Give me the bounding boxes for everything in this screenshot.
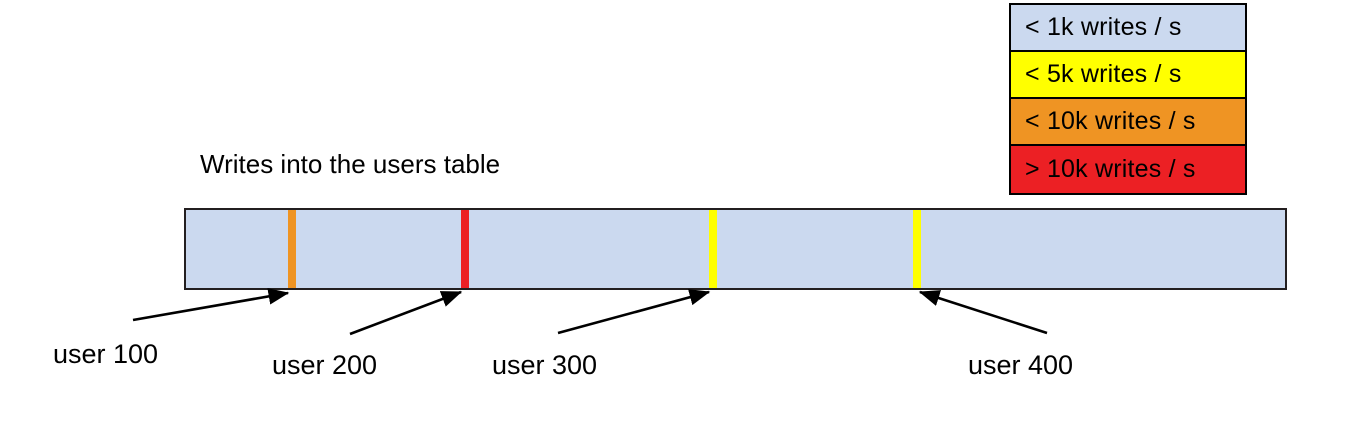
legend: < 1k writes / s < 5k writes / s < 10k wr…	[1009, 3, 1247, 195]
stripe-user-200	[461, 210, 469, 288]
stripe-user-100	[288, 210, 296, 288]
users-table-bar	[184, 208, 1287, 290]
legend-label-under-10k: < 10k writes / s	[1025, 107, 1196, 135]
label-user-400: user 400	[968, 350, 1074, 380]
arrow-user-300	[557, 289, 711, 335]
label-user-200: user 200	[272, 350, 378, 380]
legend-row-under-10k: < 10k writes / s	[1011, 99, 1245, 146]
bar-base-fill	[186, 210, 1285, 288]
arrow-user-200	[349, 290, 463, 336]
legend-label-under-5k: < 5k writes / s	[1025, 60, 1182, 88]
legend-row-under-5k: < 5k writes / s	[1011, 52, 1245, 99]
stripe-user-300	[709, 210, 717, 288]
stripe-user-400	[913, 210, 921, 288]
legend-label-over-10k: > 10k writes / s	[1025, 155, 1196, 183]
arrow-user-400	[918, 290, 1048, 335]
legend-row-over-10k: > 10k writes / s	[1011, 146, 1245, 193]
legend-label-under-1k: < 1k writes / s	[1025, 13, 1182, 41]
label-user-300: user 300	[492, 350, 598, 380]
arrow-user-100	[132, 288, 290, 322]
chart-title: Writes into the users table	[200, 149, 501, 179]
legend-row-under-1k: < 1k writes / s	[1011, 5, 1245, 52]
label-user-100: user 100	[53, 339, 159, 369]
